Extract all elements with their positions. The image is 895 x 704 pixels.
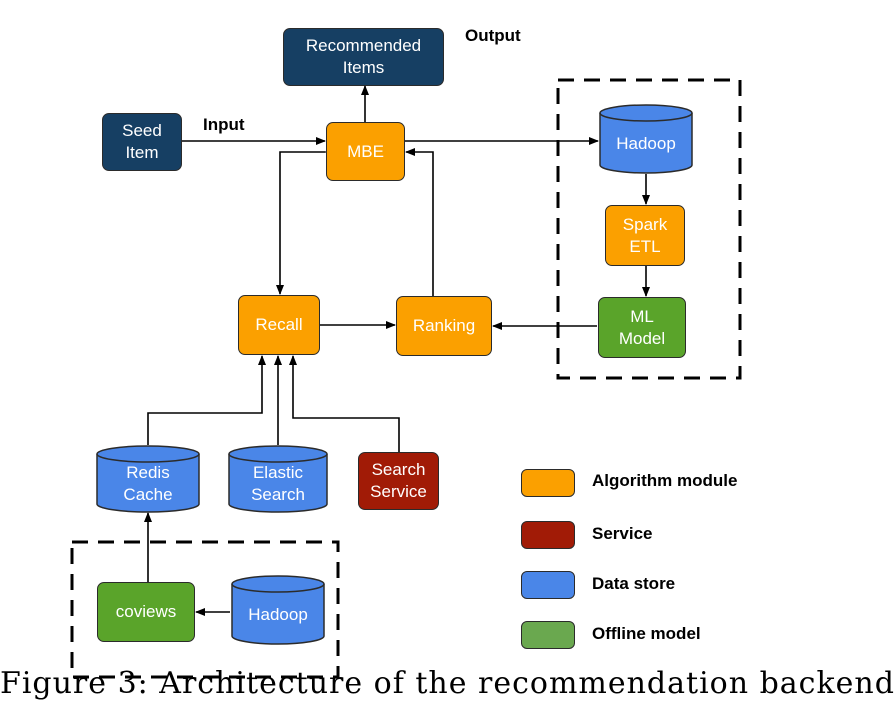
legend-swatch-data-store (521, 571, 575, 599)
hadoop-top-label: Hadoop (616, 134, 676, 153)
legend-label-data-store: Data store (592, 574, 676, 593)
edge-redis-to-recall (147, 355, 266, 445)
recommended-items-node: Recommended Items (283, 28, 444, 86)
figure-caption: Figure 3: Architecture of the recommenda… (0, 666, 895, 701)
seed-item-node: Seed Item (102, 113, 182, 171)
edge-search-to-recall (289, 355, 400, 452)
legend-label-offline-model: Offline model (592, 624, 701, 643)
legend-swatch-offline-model (521, 621, 575, 649)
edge-ranking-to-mbe (405, 148, 434, 296)
redis-cache-label: Redis Cache (123, 463, 173, 504)
elastic-search-cylinder: Elastic Search (228, 445, 328, 513)
legend-swatch-algorithm (521, 469, 575, 497)
mbe-node: MBE (326, 122, 405, 181)
diagram-canvas (70, 78, 742, 679)
hadoop-bottom-cylinder: Hadoop (231, 575, 325, 645)
hadoop-top-cylinder: Hadoop (599, 104, 693, 174)
output-label: Output (465, 26, 521, 45)
coviews-pipeline-group (70, 540, 340, 679)
spark-etl-node: Spark ETL (605, 205, 685, 266)
hadoop-bottom-label: Hadoop (248, 605, 308, 624)
coviews-node: coviews (97, 582, 195, 642)
redis-cache-cylinder: Redis Cache (96, 445, 200, 513)
legend-label-algorithm: Algorithm module (592, 471, 738, 490)
ml-model-node: ML Model (598, 297, 686, 358)
input-label: Input (203, 115, 245, 134)
legend-label-service: Service (592, 524, 653, 543)
offline-pipeline-group (556, 78, 742, 380)
edge-mbe-to-recall (276, 148, 334, 295)
recall-node: Recall (238, 295, 320, 355)
elastic-search-label: Elastic Search (251, 463, 305, 504)
ranking-node: Ranking (396, 296, 492, 356)
search-service-node: Search Service (358, 452, 439, 510)
legend-swatch-service (521, 521, 575, 549)
